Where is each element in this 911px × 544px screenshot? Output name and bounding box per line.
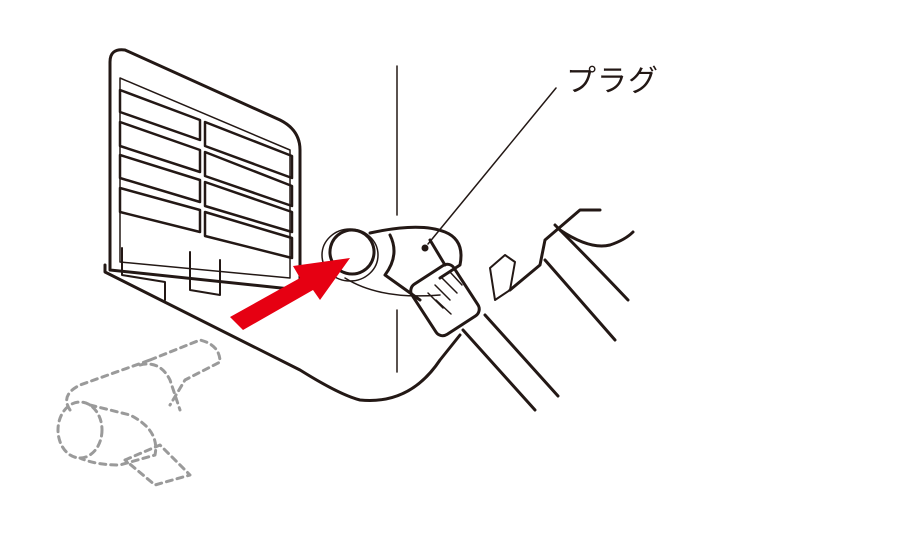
vent-grille	[108, 48, 302, 301]
leader-line	[421, 87, 557, 252]
plug-label: プラグ	[566, 64, 659, 99]
device-body	[103, 65, 635, 402]
dashed-plug-outline	[56, 338, 222, 487]
insert-arrow-icon	[230, 258, 350, 330]
plug	[321, 225, 560, 412]
